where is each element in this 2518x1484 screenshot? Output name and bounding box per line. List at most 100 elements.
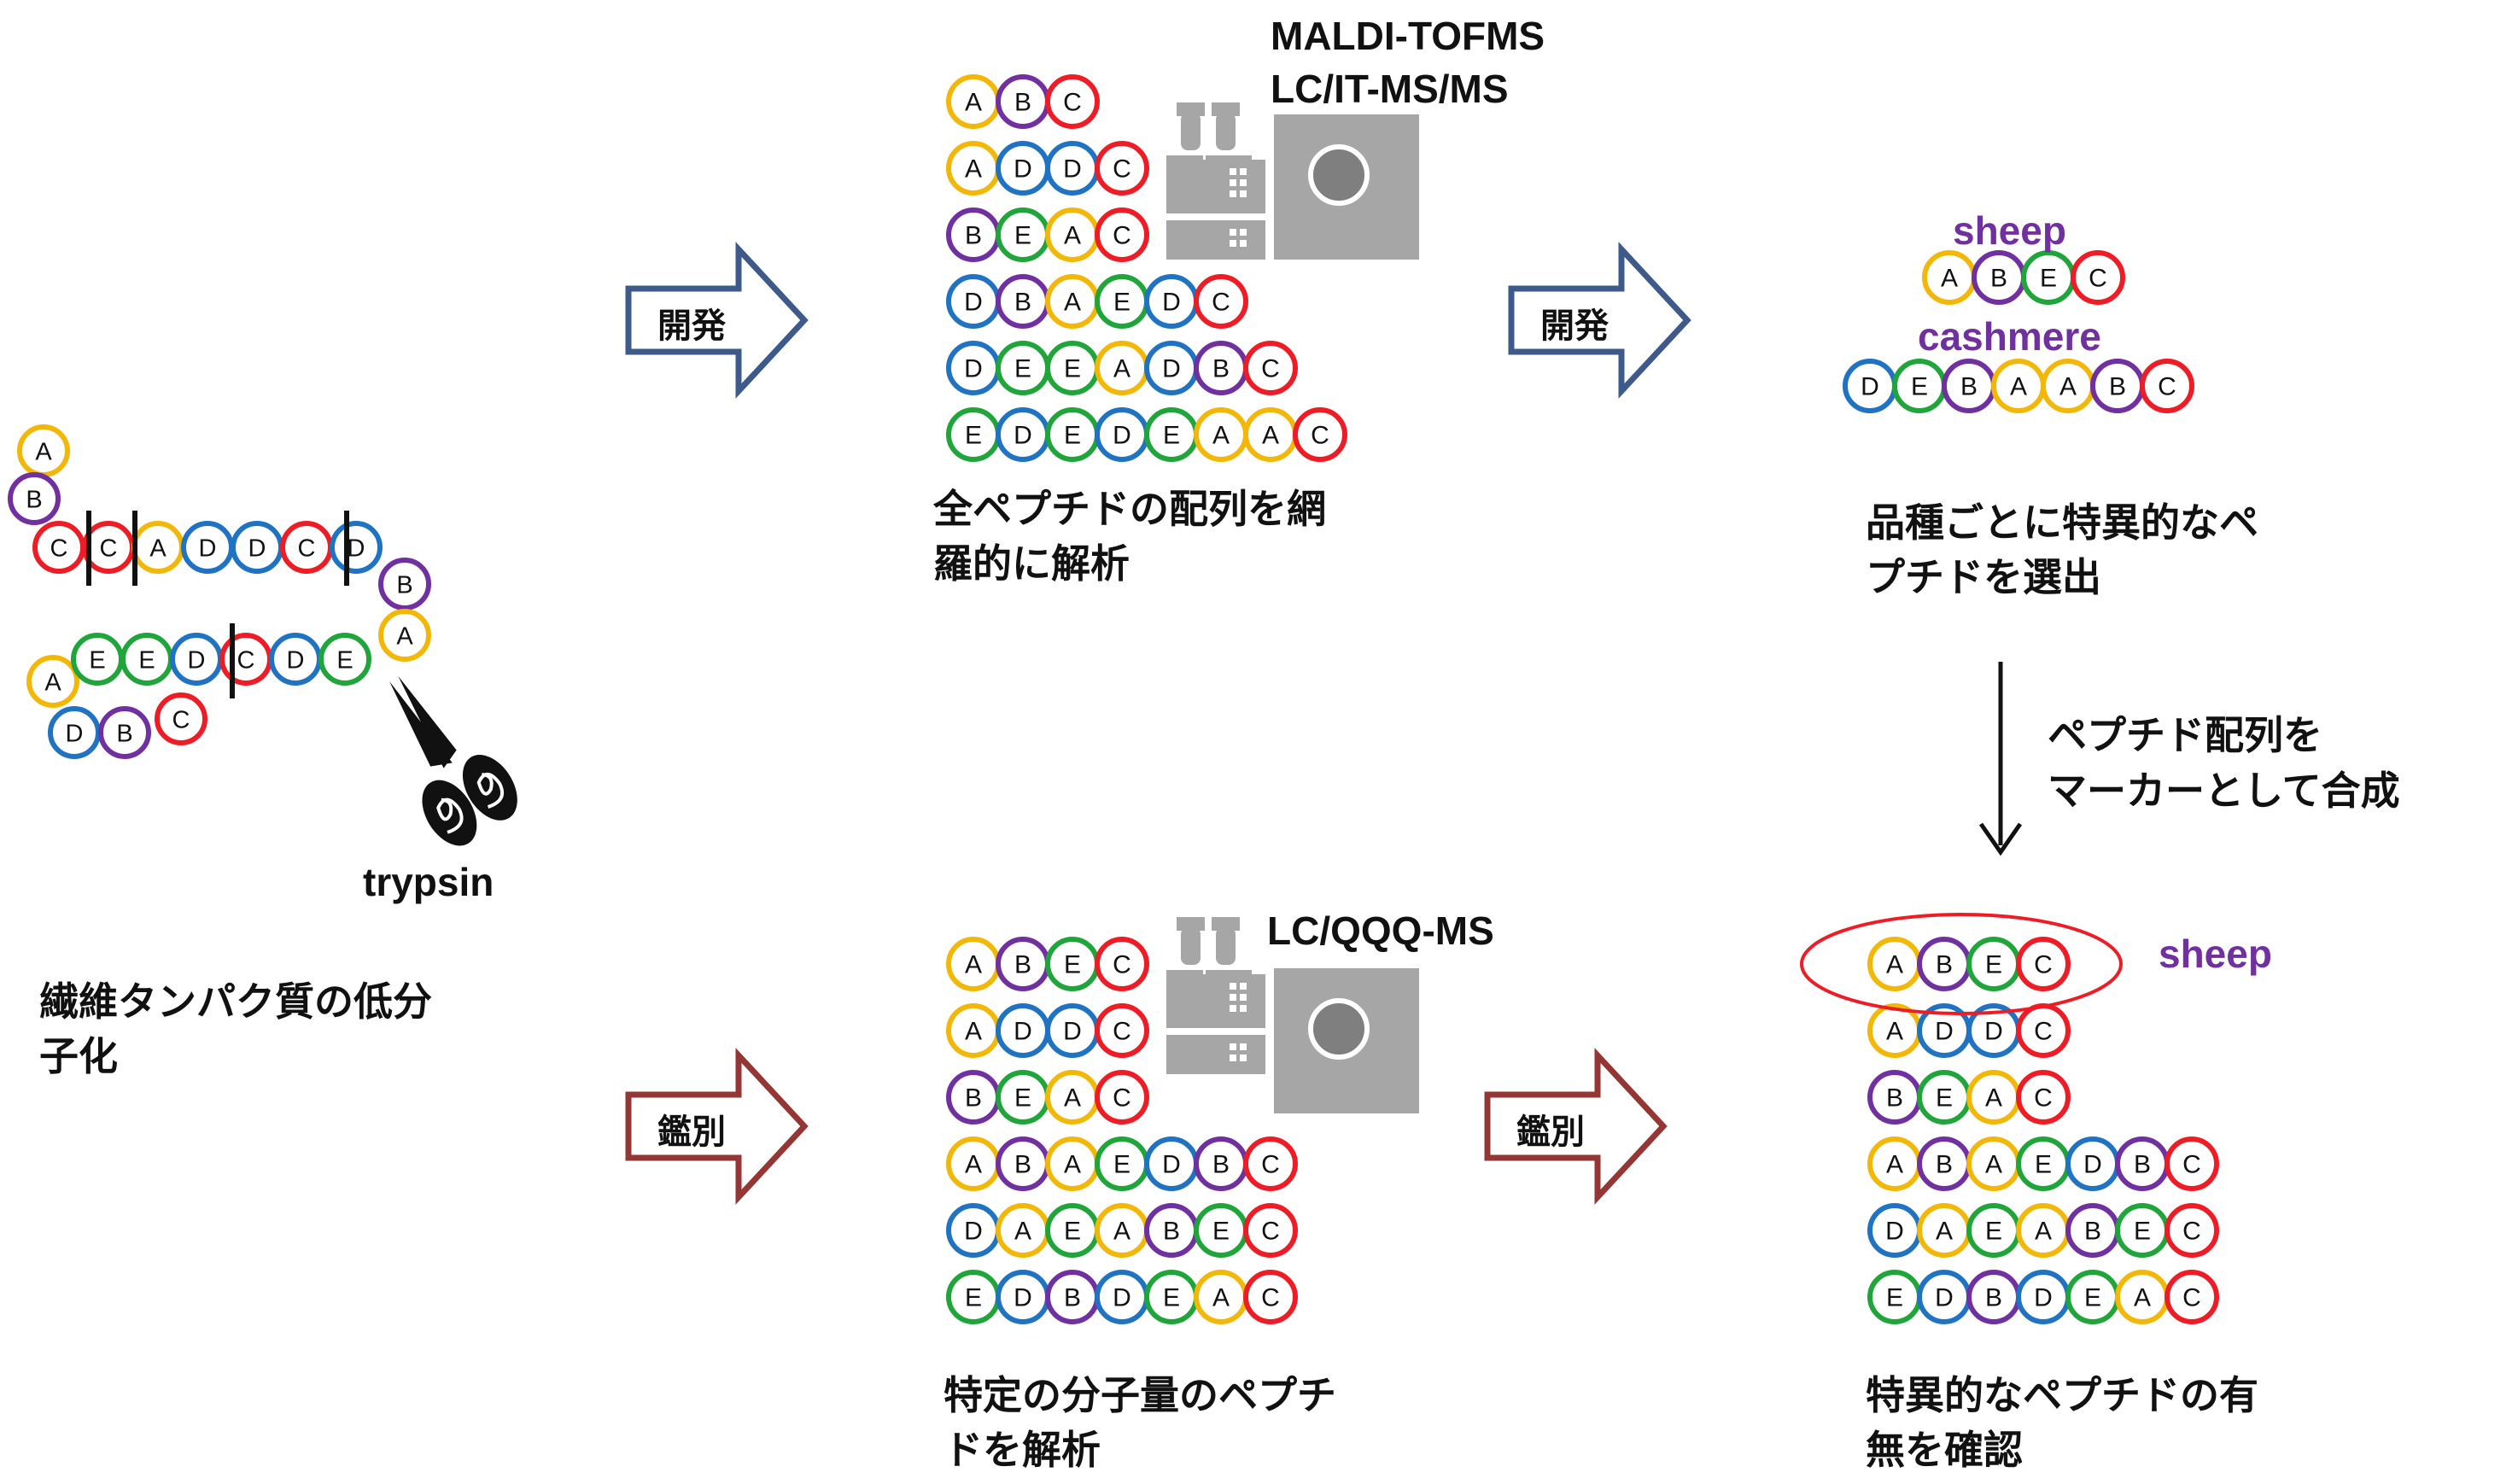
cashmere-marker-residue-B: B — [1942, 359, 1996, 413]
library-bottom-residue-B: B — [946, 1070, 1001, 1125]
result-residue-A: A — [1966, 1136, 2021, 1191]
result-residue-A: A — [1867, 1136, 1922, 1191]
identify-label-1: 鑑別 — [657, 1113, 726, 1152]
residue-letter: A — [1886, 1018, 1903, 1046]
library-top-residue-D: D — [996, 141, 1050, 196]
chain-residue-B: B — [98, 706, 151, 759]
library-bottom-residue-E: E — [1194, 1203, 1248, 1258]
sheep-marker-residue-E: E — [2021, 250, 2076, 305]
cashmere-marker-residue-D: D — [1843, 359, 1897, 413]
residue-letter: D — [2083, 1151, 2102, 1179]
caption-select-line1: 品種ごとに特異的なペ — [1866, 500, 2258, 546]
residue-letter: C — [237, 646, 255, 674]
residue-letter: B — [1014, 289, 1031, 317]
residue-letter: C — [2034, 951, 2053, 979]
library-top-residue-D: D — [946, 341, 1001, 395]
library-bottom-residue-A: A — [946, 937, 1001, 991]
residue-letter: A — [1064, 1084, 1081, 1113]
residue-letter: D — [1113, 1284, 1131, 1312]
library-top-residue-B: B — [996, 274, 1050, 329]
residue-letter: B — [396, 571, 412, 599]
residue-letter: B — [1990, 265, 2007, 293]
caption-confirm-line2: 無を確認 — [1866, 1427, 2023, 1473]
residue-letter: E — [1014, 1084, 1031, 1113]
result-residue-C: C — [2165, 1203, 2219, 1258]
result-residue-B: B — [1917, 1136, 1972, 1191]
library-top-residue-E: E — [1045, 407, 1100, 462]
residue-letter: D — [1014, 1018, 1032, 1046]
library-top-residue-C: C — [1194, 274, 1248, 329]
develop-label-2: 開発 — [1540, 307, 1609, 346]
residue-letter: A — [1014, 1218, 1031, 1246]
mass-spectrometer-top — [1166, 102, 1419, 260]
sheep-marker-highlight — [1800, 913, 2123, 1015]
residue-letter: C — [1063, 89, 1082, 117]
residue-letter: D — [1935, 1018, 1954, 1046]
residue-letter: D — [1984, 1018, 2003, 1046]
library-bottom-residue-B: B — [1045, 1270, 1100, 1324]
develop-arrow-2 — [1508, 242, 1691, 399]
result-residue-A: A — [1867, 1003, 1922, 1058]
residue-letter: B — [1014, 89, 1031, 117]
residue-letter: E — [1014, 355, 1031, 383]
library-bottom-residue-A: A — [1045, 1070, 1100, 1125]
residue-letter: A — [1113, 355, 1130, 383]
sheep-marker-residue-C: C — [2071, 250, 2125, 305]
result-residue-E: E — [1867, 1270, 1922, 1324]
residue-letter: D — [199, 535, 217, 562]
residue-letter: E — [1163, 1284, 1180, 1312]
library-top-residue-D: D — [1045, 141, 1100, 196]
residue-letter: A — [1212, 422, 1230, 450]
residue-letter: B — [1014, 1151, 1031, 1179]
residue-letter: D — [1935, 1284, 1954, 1312]
cashmere-marker-residue-E: E — [1892, 359, 1947, 413]
library-top-residue-E: E — [996, 207, 1050, 262]
library-bottom-residue-E: E — [1045, 937, 1100, 991]
residue-letter: E — [1113, 289, 1130, 317]
chain-residue-C: C — [32, 521, 85, 574]
result-residue-C: C — [2016, 1003, 2071, 1058]
residue-letter: E — [1064, 951, 1081, 979]
residue-letter: D — [1014, 1284, 1032, 1312]
residue-letter: B — [116, 720, 132, 747]
residue-letter: D — [287, 646, 305, 674]
library-bottom-residue-D: D — [1045, 1003, 1100, 1058]
residue-letter: E — [1064, 355, 1081, 383]
develop-label-1: 開発 — [657, 307, 726, 346]
residue-letter: A — [965, 951, 982, 979]
chain-residue-D: D — [48, 706, 101, 759]
residue-letter: E — [1936, 1084, 1953, 1113]
residue-letter: A — [396, 622, 413, 650]
residue-letter: B — [965, 1084, 982, 1113]
library-bottom-residue-D: D — [1095, 1270, 1149, 1324]
sheep-marker-residue-B: B — [1972, 250, 2026, 305]
library-top-residue-A: A — [1045, 274, 1100, 329]
residue-letter: A — [1262, 422, 1279, 450]
residue-letter: A — [1936, 1218, 1953, 1246]
caption-all-line1: 全ペプチドの配列を網 — [933, 486, 1326, 532]
scissors-icon — [389, 675, 517, 846]
library-top-residue-A: A — [1095, 341, 1149, 395]
chain-residue-E: E — [318, 633, 371, 686]
result-residue-A: A — [1966, 1070, 2021, 1125]
caption-confirm-line1: 特異的なペプチドの有 — [1866, 1372, 2258, 1418]
residue-letter: B — [1212, 355, 1230, 383]
residue-letter: D — [964, 355, 983, 383]
library-bottom-residue-D: D — [996, 1270, 1050, 1324]
library-bottom-residue-E: E — [1144, 1270, 1199, 1324]
result-residue-E: E — [2065, 1270, 2120, 1324]
library-bottom-residue-A: A — [1095, 1203, 1149, 1258]
result-residue-D: D — [1917, 1003, 1972, 1058]
library-bottom-residue-C: C — [1095, 1070, 1149, 1125]
library-top-residue-D: D — [1144, 274, 1199, 329]
residue-letter: C — [1261, 1151, 1280, 1179]
residue-letter: D — [1014, 422, 1032, 450]
residue-letter: A — [2134, 1284, 2151, 1312]
sheep-marker-residue-A: A — [1922, 250, 1977, 305]
library-top-residue-B: B — [1194, 341, 1248, 395]
library-bottom-residue-B: B — [1144, 1203, 1199, 1258]
library-top-residue-B: B — [946, 207, 1001, 262]
chain-residue-D: D — [231, 521, 283, 574]
library-bottom-residue-B: B — [996, 937, 1050, 991]
result-residue-A: A — [2016, 1203, 2071, 1258]
